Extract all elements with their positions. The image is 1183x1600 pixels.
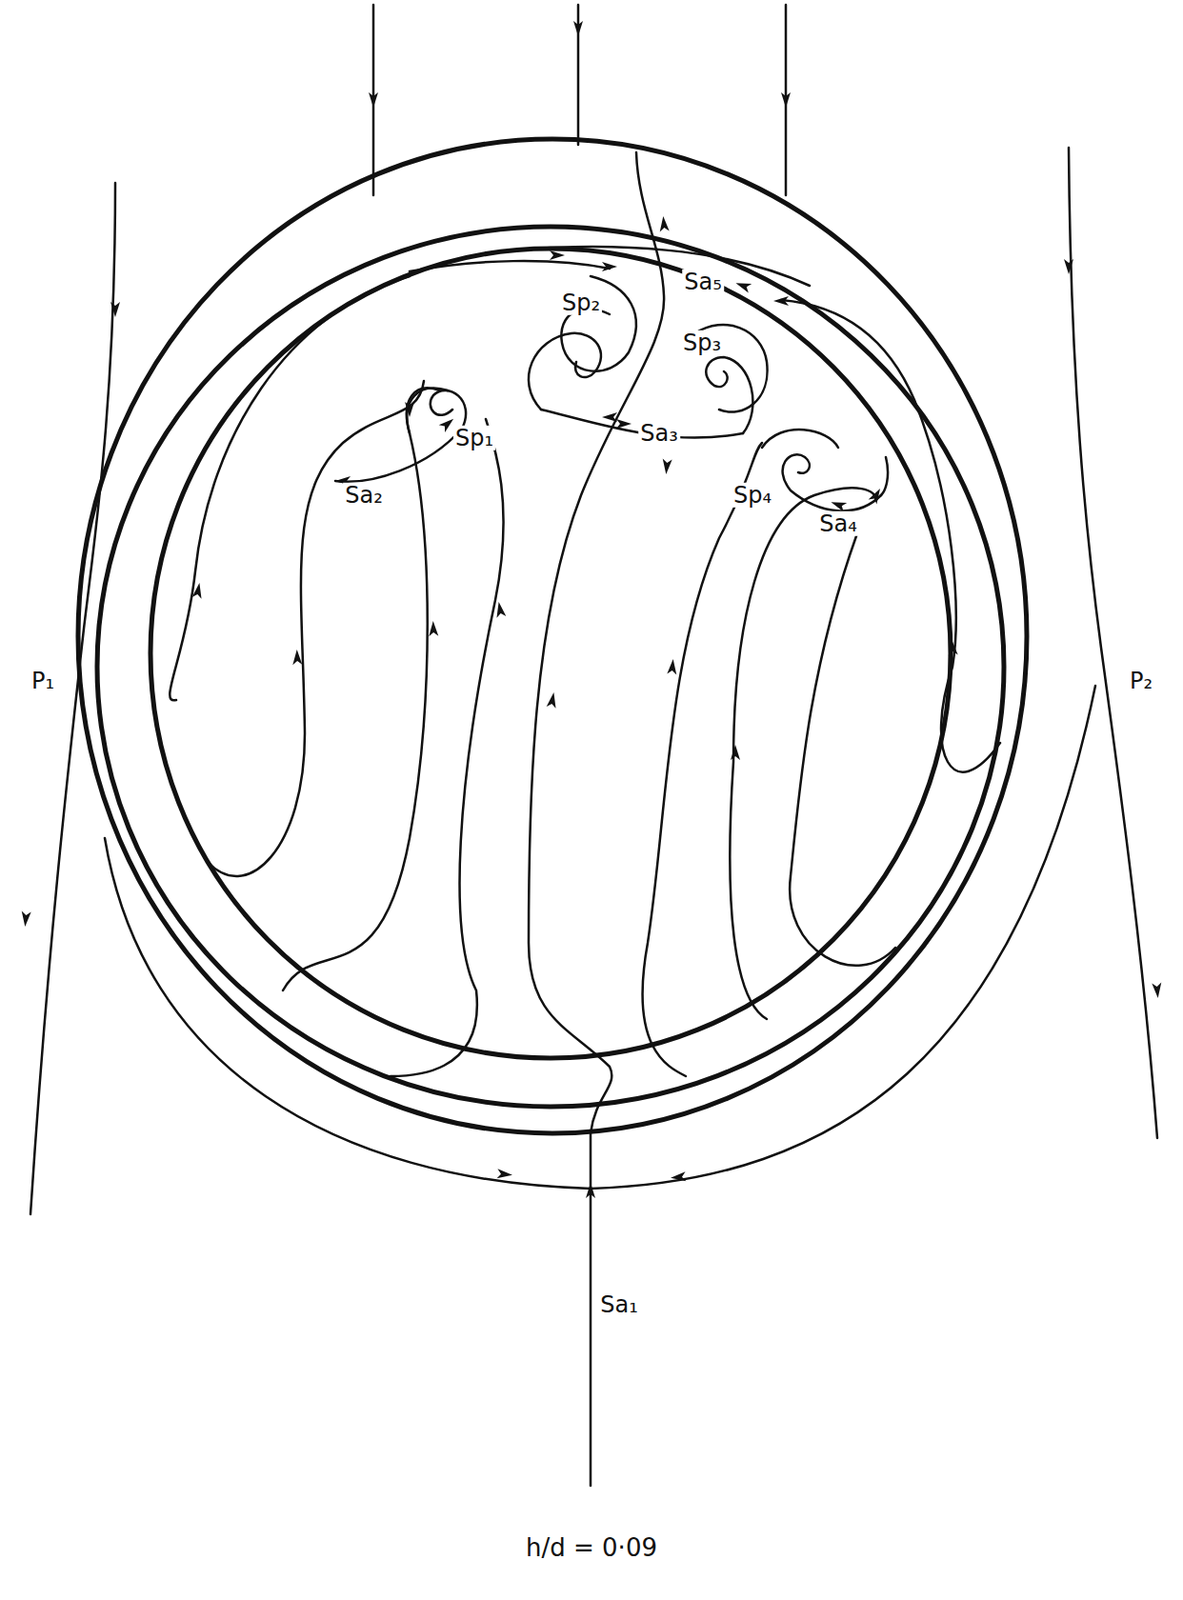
singular-point-label: Sa₂ <box>342 482 385 508</box>
singular-point-label: Sp₁ <box>453 425 496 451</box>
inner-outline <box>150 248 951 1059</box>
singular-point-label: Sp₃ <box>681 330 723 356</box>
singular-point-label: Sa₅ <box>681 269 724 295</box>
singular-point-label: Sp₂ <box>560 290 602 316</box>
singular-point-label: Sa₁ <box>598 1292 641 1318</box>
singular-point-label: Sa₄ <box>817 511 860 537</box>
figure-caption: h/d = 0·09 <box>525 1533 658 1563</box>
incoming-streamlines <box>30 4 1158 1486</box>
middle-outline <box>97 226 1004 1107</box>
flow-arrows <box>20 20 1163 1199</box>
outer-outline <box>78 139 1027 1134</box>
point-label: P₁ <box>29 668 57 694</box>
singular-point-label: Sa₃ <box>638 421 681 446</box>
surface-streamlines <box>169 276 1001 1077</box>
point-label: P₂ <box>1127 668 1155 694</box>
singular-point-label: Sp₄ <box>731 482 774 508</box>
